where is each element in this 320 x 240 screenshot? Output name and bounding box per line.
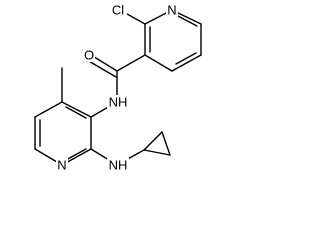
bond [65, 106, 87, 119]
carbonyl-oxygen-label: O [84, 48, 94, 63]
bond [143, 149, 171, 156]
bond [171, 54, 202, 72]
atom-label-layer: Cl N O NH N NH [56, 3, 178, 173]
amide-nh-atom: NH [107, 95, 129, 110]
amine-nh-label: NH [109, 158, 128, 173]
label-background [107, 158, 129, 172]
label-background [166, 3, 178, 17]
bond [143, 131, 163, 151]
bond [161, 131, 171, 156]
chlorine-atom-label: Cl [112, 3, 124, 18]
bond [90, 54, 118, 72]
label-background [107, 95, 129, 109]
bond [65, 148, 87, 161]
bond-layer [34, 9, 202, 166]
bottom-ring-nitrogen-label: N [57, 158, 66, 173]
bottom-ring-nitrogen-atom: N [56, 158, 68, 173]
label-background [83, 48, 95, 62]
bond [34, 101, 63, 118]
bond [116, 54, 146, 72]
top-ring-nitrogen-atom: N [166, 3, 178, 18]
label-background [109, 3, 127, 17]
bond [61, 101, 92, 118]
chemical-structure: Cl N O NH N NH [34, 3, 202, 173]
label-background [56, 158, 68, 172]
amine-nh-atom: NH [107, 158, 129, 173]
bond [175, 14, 198, 27]
carbonyl-oxygen-atom: O [83, 48, 95, 63]
bond [86, 59, 117, 78]
chlorine-atom: Cl [109, 3, 127, 18]
top-ring-nitrogen-label: N [167, 3, 176, 18]
bond [144, 54, 173, 72]
bond [175, 52, 197, 65]
amide-nh-label: NH [109, 95, 128, 110]
